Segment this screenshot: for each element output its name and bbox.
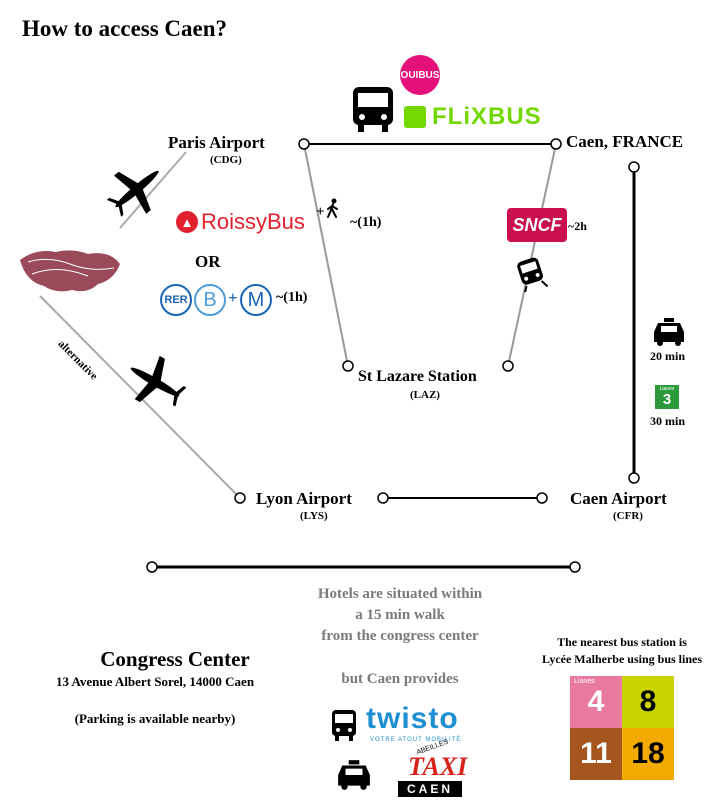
world-map-icon <box>20 250 120 292</box>
taxi-icon-small <box>338 760 370 790</box>
route-world-paris <box>119 151 187 229</box>
route-lazare-caen <box>507 143 557 367</box>
roissybus-icon: ▲ <box>176 211 198 233</box>
hotels-line-3: from the congress center <box>321 628 479 644</box>
bus-station-line-2: Lycée Malherbe using bus lines <box>541 652 702 666</box>
taxi-caen-city: CAEN <box>398 781 462 797</box>
lianes-badge-label: Lianes <box>659 386 675 392</box>
bus-station-info: The nearest bus station is Lycée Malherb… <box>528 634 716 668</box>
paris-airport-label: Paris Airport <box>168 133 265 152</box>
lyon-airport-label: Lyon Airport <box>256 489 352 508</box>
lines-badge-label: Lianes <box>574 678 595 685</box>
caen-provides: but Caen provides <box>341 671 459 687</box>
sncf-logo: SNCF <box>507 208 567 242</box>
lazare-code: (LAZ) <box>410 389 440 401</box>
taxi-caen-word: TAXI <box>408 752 468 781</box>
bus-station-line-1: The nearest bus station is <box>557 635 687 649</box>
node-dot-lazare-left <box>342 360 354 372</box>
hotels-line-2: a 15 min walk <box>355 607 445 623</box>
walking-icon <box>327 198 338 218</box>
page-title: How to access Caen? <box>22 16 228 41</box>
rer-plus: + <box>228 288 238 307</box>
lazare-label: St Lazare Station <box>358 368 477 385</box>
parking-note: (Parking is available nearby) <box>74 711 236 726</box>
node-dot-caen-airport <box>628 472 640 484</box>
node-dot-lazare-right <box>502 360 514 372</box>
bus-line-time: 30 min <box>650 414 686 428</box>
divider-dot-left <box>146 561 158 573</box>
hotels-info: Hotels are situated within a 15 min walk… <box>270 584 530 647</box>
airplane-icon <box>106 170 159 217</box>
or-label: OR <box>195 252 221 271</box>
roissybus-plus: + <box>316 204 325 220</box>
node-dot-caen-city <box>550 138 562 150</box>
rer-logo: RER <box>160 284 192 316</box>
flixbus-icon <box>404 106 426 128</box>
line-4-badge: 4 <box>570 676 622 728</box>
hotels-line-1: Hotels are situated within <box>317 586 483 602</box>
bus-icon <box>353 87 393 132</box>
twisto-bus-icon <box>332 710 356 741</box>
node-dot-caen-top <box>628 161 640 173</box>
line-8-badge: 8 <box>622 676 674 728</box>
roissybus-logo: RoissyBus <box>201 209 305 234</box>
node-dot-lyon <box>234 492 246 504</box>
caen-city-label: Caen, FRANCE <box>566 132 684 151</box>
twisto-tagline: VOTRE ATOUT MOBILITÉ <box>370 737 462 743</box>
lyon-airport-code: (LYS) <box>300 510 328 522</box>
node-dot-lyon-right <box>377 492 389 504</box>
rer-time: ~(1h) <box>276 290 308 305</box>
node-dot-paris <box>298 138 310 150</box>
bus-lines-grid: 4 Lianes 8 11 18 <box>570 676 674 780</box>
caen-airport-code: (CFR) <box>613 510 643 522</box>
twisto-logo: twisto <box>366 702 459 735</box>
node-dot-caen-airport-left <box>536 492 548 504</box>
line-18-badge: 18 <box>622 728 674 780</box>
taxi-time: 20 min <box>650 349 686 363</box>
lianes-3-number: 3 <box>662 391 672 408</box>
train-icon <box>517 257 548 292</box>
metro-logo: M <box>240 284 272 316</box>
roissybus-time: ~(1h) <box>350 215 382 230</box>
ouibus-logo: OUIBUS <box>400 55 440 95</box>
flixbus-logo: FLiXBUS <box>432 103 542 130</box>
rer-b-logo: B <box>194 284 226 316</box>
lianes-3-badge: Lianes 3 <box>655 385 679 409</box>
caen-airport-label: Caen Airport <box>570 489 667 508</box>
paris-airport-code: (CDG) <box>210 154 242 166</box>
congress-title: Congress Center <box>100 647 250 671</box>
airplane-icon-lyon <box>130 355 186 407</box>
sncf-time: ~2h <box>568 219 587 233</box>
taxi-icon <box>654 318 684 346</box>
route-paris-lazare <box>303 143 349 367</box>
line-11-badge: 11 <box>570 728 622 780</box>
congress-address: 13 Avenue Albert Sorel, 14000 Caen <box>55 674 255 689</box>
divider-dot-right <box>569 561 581 573</box>
